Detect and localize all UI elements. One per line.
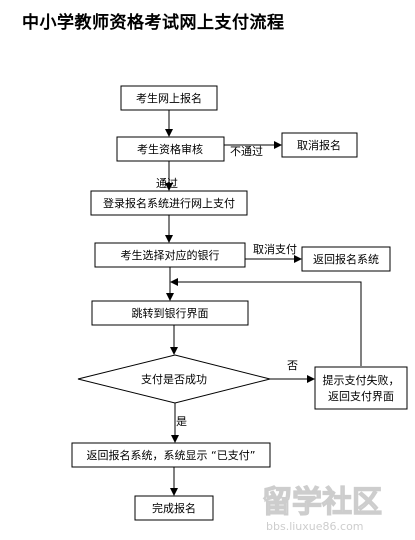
node-login-pay: 登录报名系统进行网上支付 <box>90 190 248 216</box>
arrow-fail-loop <box>170 278 362 366</box>
node-pay-success: 支付是否成功 <box>77 354 271 404</box>
node-return-system-label: 返回报名系统 <box>313 252 379 266</box>
node-complete-label: 完成报名 <box>152 501 196 515</box>
edge-label-no: 否 <box>287 359 298 372</box>
node-cancel-label: 取消报名 <box>297 138 341 152</box>
node-jump-bank: 跳转到银行界面 <box>91 300 249 326</box>
watermark-brand: 留学社区 <box>262 485 382 520</box>
node-jump-bank-label: 跳转到银行界面 <box>132 306 209 320</box>
edge-label-passed: 通过 <box>156 177 178 190</box>
node-choose-bank: 考生选择对应的银行 <box>94 242 246 268</box>
node-pay-success-label: 支付是否成功 <box>141 373 207 386</box>
node-return-system: 返回报名系统 <box>301 246 391 272</box>
node-review: 考生资格审核 <box>116 136 225 162</box>
node-fail-line2: 返回支付界面 <box>328 390 394 403</box>
edge-label-cancel-pay: 取消支付 <box>253 242 297 256</box>
node-choose-bank-label: 考生选择对应的银行 <box>121 248 220 262</box>
node-cancel: 取消报名 <box>281 132 358 158</box>
node-review-label: 考生资格审核 <box>137 142 203 156</box>
node-register-label: 考生网上报名 <box>136 91 202 105</box>
watermark: 留学社区 bbs.liuxue86.com <box>261 484 382 533</box>
node-paid-display-label: 返回报名系统，系统显示 “已支付” <box>87 448 256 462</box>
node-payment-failed: 提示支付失败， 返回支付界面 <box>314 366 408 410</box>
node-register: 考生网上报名 <box>120 85 218 111</box>
watermark-url: bbs.liuxue86.com <box>266 520 364 533</box>
edge-label-yes: 是 <box>176 415 187 428</box>
node-complete: 完成报名 <box>134 495 214 521</box>
node-login-pay-label: 登录报名系统进行网上支付 <box>103 196 235 210</box>
node-fail-line1: 提示支付失败， <box>323 373 400 387</box>
node-paid-display: 返回报名系统，系统显示 “已支付” <box>71 442 271 468</box>
page-title: 中小学教师资格考试网上支付流程 <box>22 13 285 33</box>
edge-label-not-passed: 不通过 <box>230 145 263 158</box>
